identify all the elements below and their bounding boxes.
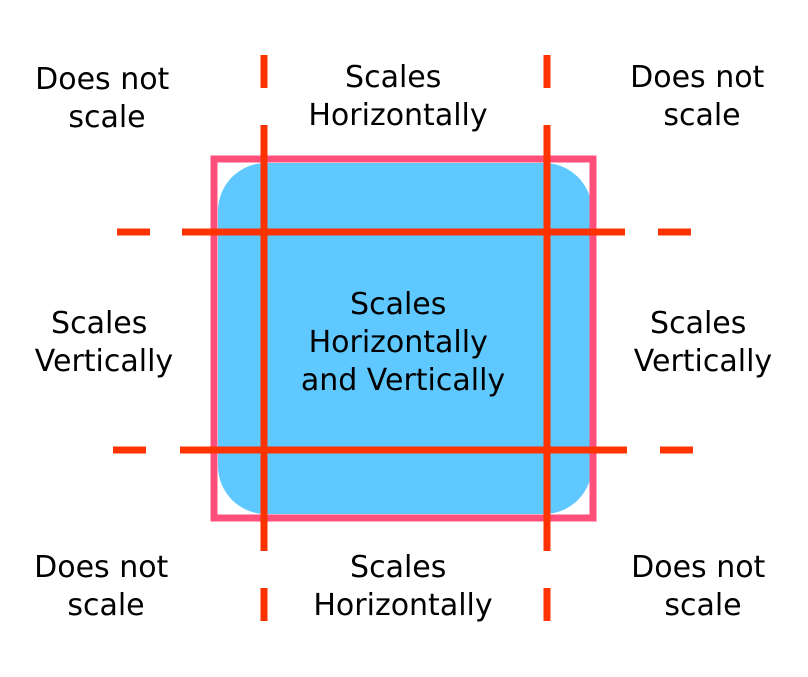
label-middle-left: Scales Vertically	[35, 306, 173, 379]
label-center: Scales Horizontally and Vertically	[301, 287, 505, 398]
label-top-right: Does not scale	[630, 60, 774, 133]
label-bottom-left: Does not scale	[34, 550, 178, 623]
scalable-rounded-fill	[218, 163, 592, 514]
label-bottom-center: Scales Horizontally	[313, 550, 492, 623]
label-top-left: Does not scale	[35, 62, 179, 135]
label-middle-right: Scales Vertically	[634, 306, 772, 379]
label-top-center: Scales Horizontally	[308, 60, 487, 133]
slice-lines	[113, 55, 693, 621]
label-bottom-right: Does not scale	[631, 550, 775, 623]
image-bounds-frame	[210, 155, 597, 522]
